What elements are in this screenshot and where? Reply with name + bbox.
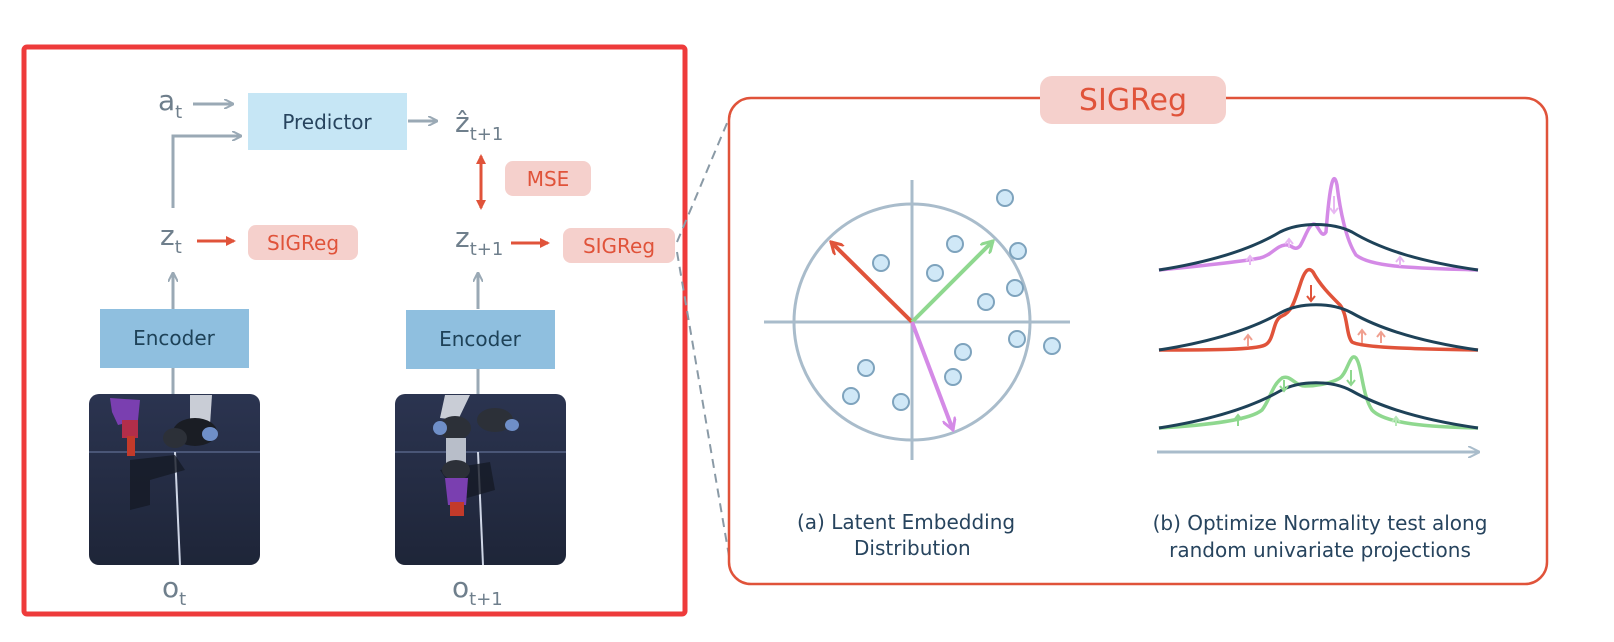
embedding-point [857,359,875,377]
embedding-point [996,189,1014,207]
green-nudge-arrow [1391,415,1401,426]
caption-a-line1: (a) Latent Embedding [797,510,1015,534]
green-nudge-arrow [1346,370,1356,387]
encoder-right-box [406,310,555,369]
zoom-connector-bottom [676,251,730,557]
zt1-label: zt+1 [455,221,503,260]
mse-label: MSE [527,167,570,191]
embedding-point [1009,242,1027,260]
red-nudge-arrow [1376,330,1386,343]
embedding-point [1006,279,1024,297]
embedding-point [926,264,944,282]
embedding-point [872,254,890,272]
purple-nudge-arrow [1245,254,1255,265]
robot-arm-image-t [89,394,260,566]
zoom-connector-top [676,115,731,243]
red-nudge-arrow [1357,328,1367,343]
purple-nudge-arrow [1395,255,1405,266]
encoder-left-label: Encoder [133,326,216,350]
green-reference-gaussian [1158,381,1479,430]
right-panel-title: SIGReg [1079,83,1187,118]
red-reference-gaussian [1158,303,1479,352]
embedding-points [842,189,1061,411]
red-projection-curve [1158,267,1479,352]
embedding-point [977,293,995,311]
robot-arm-image-t1 [395,394,566,566]
caption-b-line1: (b) Optimize Normality test along [1153,511,1488,535]
left-panel-frame [21,44,688,617]
embedding-point [944,368,962,386]
mse-box [505,161,591,196]
zhat-label: ẑt+1 [455,106,503,145]
ot-label: ot [162,571,186,610]
embedding-point [946,235,964,253]
encoder-right-label: Encoder [439,327,522,351]
embedding-point [954,343,972,361]
caption-a-line2: Distribution [854,536,971,560]
zt-label: zt [160,219,182,258]
embedding-point [1008,330,1026,348]
green-nudge-arrow [1233,413,1243,426]
ot1-label: ot+1 [452,571,503,610]
sigreg-left-box [248,225,358,260]
projection-vector-green [910,241,993,324]
action-label: at [158,84,182,123]
latent-embedding-plot [764,180,1070,460]
green-nudge-arrow [1279,380,1289,393]
red-nudge-arrow [1306,285,1316,303]
embedding-point [1043,337,1061,355]
zt-to-predictor-arrow [171,136,240,208]
caption-b-line2: random univariate projections [1169,538,1471,562]
sigreg-right-label: SIGReg [583,234,655,258]
right-panel-title-box [1040,76,1226,124]
projection-vector-purple [910,321,953,430]
sigreg-left-label: SIGReg [267,231,339,255]
sigreg-right-box [563,228,675,263]
predictor-label: Predictor [282,110,372,134]
red-nudge-arrow [1243,333,1253,346]
normality-curves-plot [1157,177,1479,452]
purple-nudge-arrow [1284,237,1294,248]
purple-reference-gaussian [1158,223,1479,272]
projection-vector-red [831,242,914,324]
encoder-left-box [100,309,249,368]
predictor-box [248,93,407,150]
embedding-point [842,387,860,405]
purple-nudge-arrow [1329,196,1339,215]
embedding-point [892,393,910,411]
